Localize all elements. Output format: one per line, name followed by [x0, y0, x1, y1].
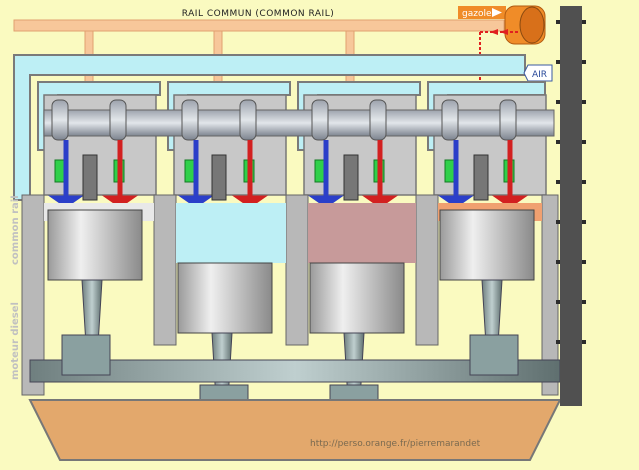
- fuel-pump: gazole: [458, 5, 546, 45]
- rail-title: RAIL COMMUN (COMMON RAIL): [182, 9, 334, 19]
- engine-block: [21, 194, 559, 396]
- timing-belt-teeth: [556, 20, 586, 344]
- pistons: [47, 209, 535, 334]
- exhaust-valves: [102, 140, 528, 209]
- oil-sump: [28, 399, 562, 461]
- fuel-label: gazole: [462, 9, 492, 19]
- intake-valves: [48, 140, 474, 209]
- side-label-diesel-engine: moteur diesel: [10, 302, 21, 380]
- common-rail: [13, 19, 505, 32]
- side-label-common-rail: common rail: [10, 195, 21, 265]
- url-label: http://perso.orange.fr/pierremarandet: [310, 439, 481, 449]
- cylinder-3-chamber: [308, 203, 416, 263]
- camshaft: [43, 109, 555, 137]
- cylinder-2-chamber: [176, 203, 286, 263]
- air-arrow-icon: [523, 64, 553, 82]
- cam-lobes: [51, 99, 517, 141]
- injectors: [82, 154, 489, 201]
- air-label: AIR: [532, 70, 547, 80]
- timing-belt: [560, 6, 582, 406]
